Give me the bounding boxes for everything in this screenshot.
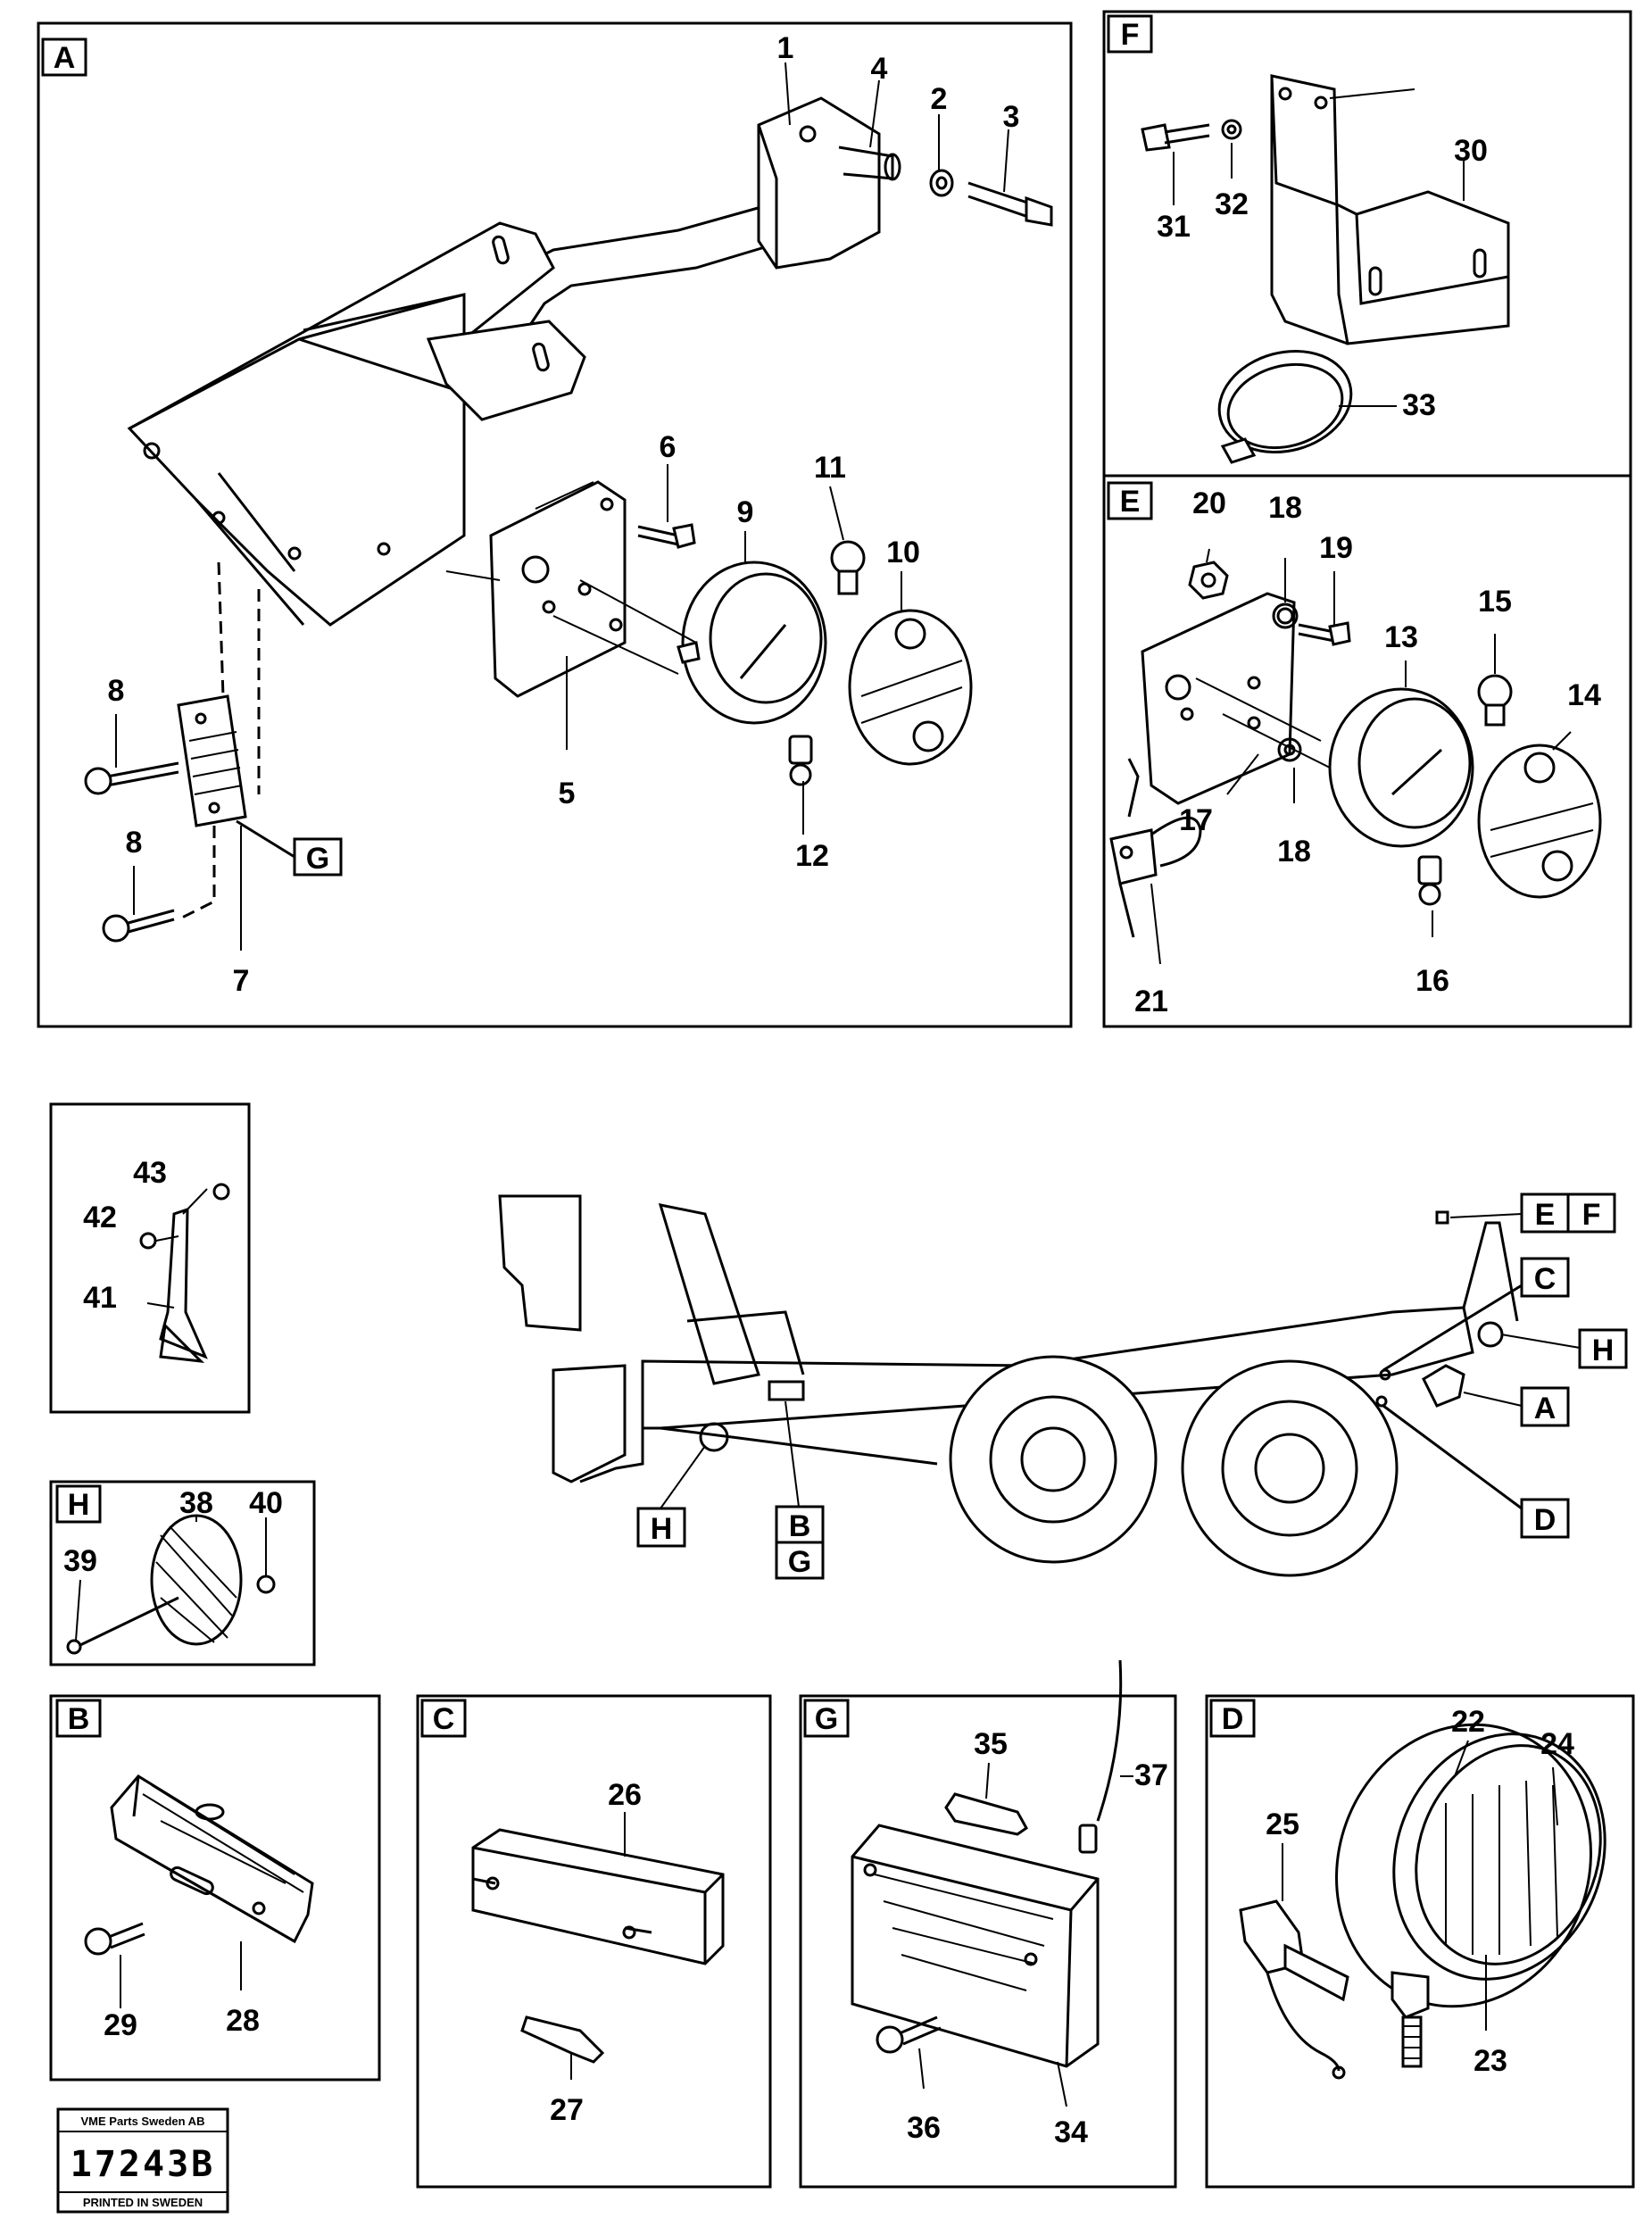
panel-c: C 26 27 (416, 1694, 772, 2189)
part-number: 5 (559, 777, 576, 810)
part-number: 36 (907, 2111, 941, 2145)
panel-f: F 31 32 30 33 (1102, 10, 1632, 478)
panel-a-label: A (54, 41, 76, 75)
panel-b-label: B (68, 1702, 90, 1736)
part-number: 23 (1474, 2044, 1507, 2078)
part-number: 32 (1215, 187, 1249, 221)
part-number: 31 (1157, 210, 1191, 244)
overview-callout-h-left: H (651, 1512, 673, 1546)
part-number: 9 (737, 495, 754, 529)
panel-e-label: E (1120, 485, 1141, 519)
part-number: 43 (133, 1156, 167, 1190)
part-number: 40 (249, 1486, 283, 1520)
part-number: 33 (1402, 388, 1436, 422)
part-number: 7 (233, 964, 250, 998)
panel-h-label: H (68, 1488, 90, 1522)
part-number: 11 (814, 451, 846, 485)
part-number: 29 (104, 2008, 137, 2042)
part-number: 3 (1003, 100, 1020, 134)
overview-callout-c: C (1534, 1262, 1557, 1296)
part-number: 26 (608, 1778, 642, 1812)
part-number: 13 (1384, 620, 1418, 654)
drawing-stamp: VME Parts Sweden AB 17243B PRINTED IN SW… (56, 2107, 229, 2214)
part-number: 15 (1478, 585, 1512, 619)
panel-e: E (1102, 474, 1632, 1028)
part-number: 38 (179, 1486, 213, 1520)
part-number: 17 (1179, 803, 1213, 837)
part-number: 12 (795, 839, 829, 873)
panel-g-label: G (815, 1702, 838, 1736)
panel-c-label: C (433, 1702, 455, 1736)
panel-triangle: 43 42 41 (49, 1102, 251, 1414)
part-number: 6 (660, 430, 677, 464)
stamp-printed: PRINTED IN SWEDEN (83, 2196, 203, 2209)
part-number: 19 (1319, 531, 1353, 565)
part-number: 28 (226, 2004, 260, 2038)
panel-a-callout-g: G (306, 842, 329, 876)
overview-callout-e: E (1535, 1198, 1556, 1232)
part-number: 24 (1540, 1727, 1574, 1761)
part-number: 1 (777, 31, 794, 65)
overview-callout-a: A (1534, 1392, 1557, 1425)
truck-overview: E F C H A D H B G (498, 1192, 1628, 1580)
part-number: 4 (871, 52, 888, 86)
overview-callout-b: B (789, 1509, 811, 1543)
stamp-drawing-number: 17243B (71, 2144, 216, 2185)
part-number: 25 (1266, 1807, 1299, 1841)
overview-callout-d: D (1534, 1503, 1557, 1537)
panel-d-label: D (1222, 1702, 1244, 1736)
part-number: 20 (1192, 486, 1226, 520)
part-number: 18 (1268, 491, 1302, 525)
panel-d: D 25 22 24 23 (1205, 1694, 1635, 2189)
part-number: 10 (886, 536, 920, 569)
overview-callout-h-right: H (1592, 1334, 1615, 1367)
part-number: 8 (126, 826, 143, 860)
part-number: 21 (1134, 985, 1168, 1018)
panel-g: G 35 37 36 34 (799, 1659, 1177, 2189)
part-number: 41 (83, 1281, 117, 1315)
part-number: 8 (108, 674, 125, 708)
part-number: 18 (1277, 835, 1311, 868)
panel-b: B 29 28 (49, 1694, 381, 2082)
overview-callout-f: F (1582, 1198, 1601, 1232)
part-number: 39 (63, 1544, 97, 1578)
panel-f-label: F (1121, 18, 1140, 52)
part-number: 42 (83, 1201, 117, 1234)
part-number: 14 (1567, 678, 1601, 712)
overview-callout-g: G (788, 1545, 811, 1579)
part-number: 2 (931, 82, 948, 116)
stamp-company: VME Parts Sweden AB (81, 2115, 205, 2128)
part-number: 27 (550, 2093, 584, 2127)
panel-a: A (37, 21, 1073, 1028)
part-number: 35 (974, 1727, 1008, 1761)
part-number: 37 (1134, 1758, 1168, 1792)
part-number: 16 (1415, 964, 1449, 998)
panel-h: H 38 40 39 (49, 1480, 316, 1666)
part-number: 30 (1454, 134, 1488, 168)
part-number: 34 (1054, 2115, 1088, 2149)
part-number: 22 (1451, 1705, 1485, 1739)
